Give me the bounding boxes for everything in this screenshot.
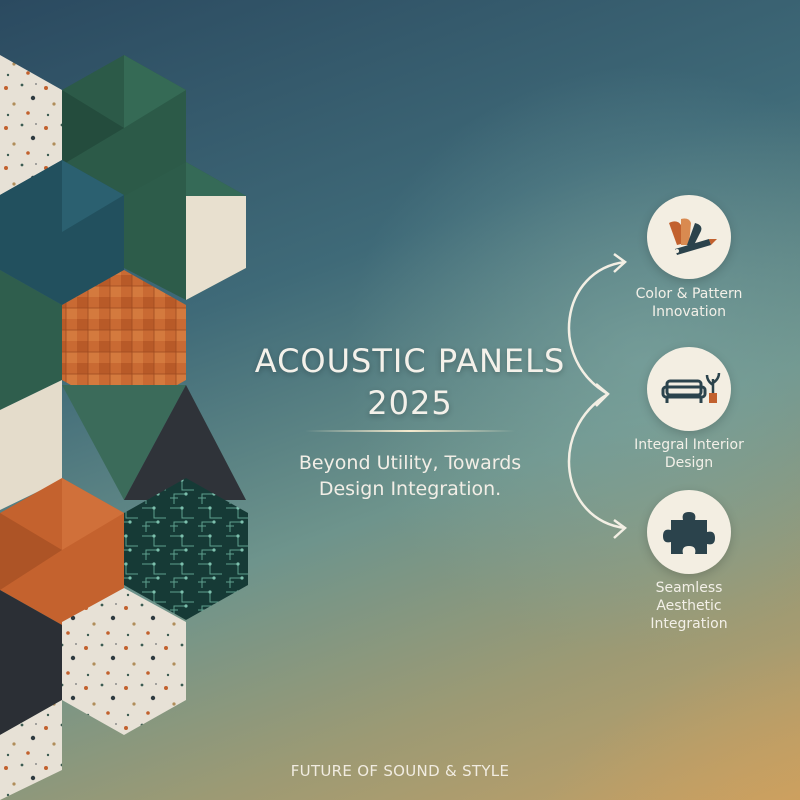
panel-green-left <box>0 270 62 410</box>
panel-orange-lower <box>0 478 124 625</box>
panel-teal-large <box>0 160 124 305</box>
feature-1-line-2: Innovation <box>651 304 727 320</box>
title-divider <box>305 430 515 432</box>
page-title: ACOUSTIC PANELS 2025 <box>220 340 600 424</box>
feature-3-line-1: Seamless <box>655 580 723 596</box>
feature-3-line-2: Aesthetic <box>656 598 722 614</box>
panel-charcoal-bottom <box>0 590 62 735</box>
panel-orange-weave <box>62 270 186 415</box>
panel-circuit <box>124 478 248 620</box>
feature-2-line-1: Integral Interior <box>634 437 744 453</box>
feature-2-line-2: Design <box>664 455 714 471</box>
footer-tagline: FUTURE OF SOUND & STYLE <box>290 762 510 780</box>
panel-terrazzo-corner <box>0 700 62 800</box>
sofa-plant-icon <box>661 372 721 403</box>
feature-label-interior-design: Integral Interior Design <box>604 436 774 472</box>
panel-terrazzo-bottom <box>62 588 186 735</box>
panel-green-top <box>62 55 186 200</box>
feature-interior-design <box>647 347 731 431</box>
panel-cream-right <box>186 196 246 300</box>
title-line-1: ACOUSTIC PANELS <box>254 342 566 380</box>
color-swatch-icon <box>669 218 717 255</box>
page-subtitle: Beyond Utility, Towards Design Integrati… <box>250 450 570 502</box>
subtitle-line-1: Beyond Utility, Towards <box>298 452 522 474</box>
panel-green-triangle <box>62 385 186 500</box>
panel-terrazzo-top <box>0 55 62 195</box>
subtitle-line-2: Design Integration. <box>318 478 502 500</box>
feature-seamless-integration <box>647 490 731 574</box>
feature-color-pattern <box>647 195 731 279</box>
puzzle-piece-icon <box>663 512 715 554</box>
panel-cream-left <box>0 380 62 510</box>
feature-label-color-pattern: Color & Pattern Innovation <box>604 285 774 321</box>
panel-charcoal-triangle <box>124 385 246 500</box>
feature-1-line-1: Color & Pattern <box>635 286 743 302</box>
title-line-2: 2025 <box>367 384 453 422</box>
feature-label-seamless-integration: Seamless Aesthetic Integration <box>604 579 774 633</box>
feature-3-line-3: Integration <box>650 616 728 632</box>
